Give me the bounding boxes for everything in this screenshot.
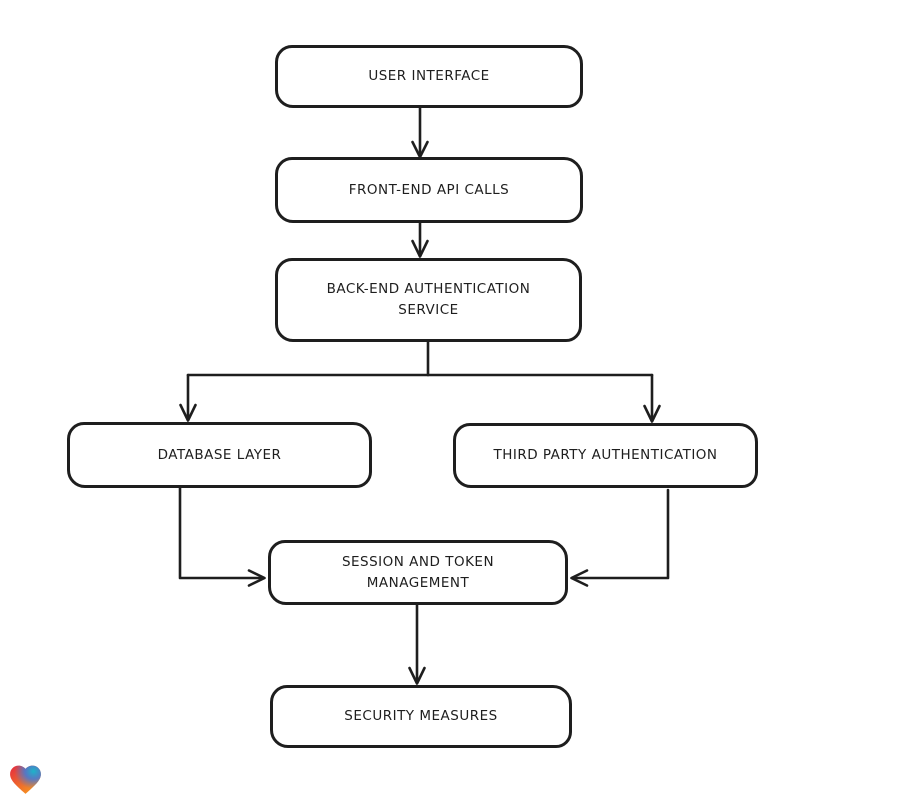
edge-ui-to-frontend — [411, 106, 429, 159]
node-back-end-authentication-service[interactable]: BACK-END AUTHENTICATION SERVICE — [275, 258, 582, 342]
node-label: SECURITY MEASURES — [344, 708, 498, 724]
node-label: SESSION AND TOKEN MANAGEMENT — [341, 553, 495, 591]
node-label: DATABASE LAYER — [157, 446, 282, 463]
node-database-layer[interactable]: DATABASE LAYER — [67, 422, 372, 488]
edge-frontend-to-backend — [411, 221, 429, 258]
node-label: THIRD PARTY AUTHENTICATION — [493, 447, 718, 463]
edge-database-to-session — [178, 486, 266, 587]
heart-icon — [10, 765, 41, 794]
node-front-end-api-calls[interactable]: FRONT-END API CALLS — [275, 157, 583, 223]
node-user-interface[interactable]: USER INTERFACE — [275, 45, 583, 108]
heart-logo[interactable] — [7, 761, 44, 798]
node-session-and-token-management[interactable]: SESSION AND TOKEN MANAGEMENT — [268, 540, 568, 605]
node-security-measures[interactable]: SECURITY MEASURES — [270, 685, 572, 748]
node-label: USER INTERFACE — [368, 68, 490, 84]
edge-session-to-security — [408, 603, 426, 685]
node-label: FRONT-END API CALLS — [348, 181, 510, 198]
edge-backend-branch — [179, 340, 661, 423]
edge-thirdparty-to-session — [570, 488, 670, 587]
node-third-party-authentication[interactable]: THIRD PARTY AUTHENTICATION — [453, 423, 758, 488]
node-label: BACK-END AUTHENTICATION SERVICE — [326, 281, 531, 318]
